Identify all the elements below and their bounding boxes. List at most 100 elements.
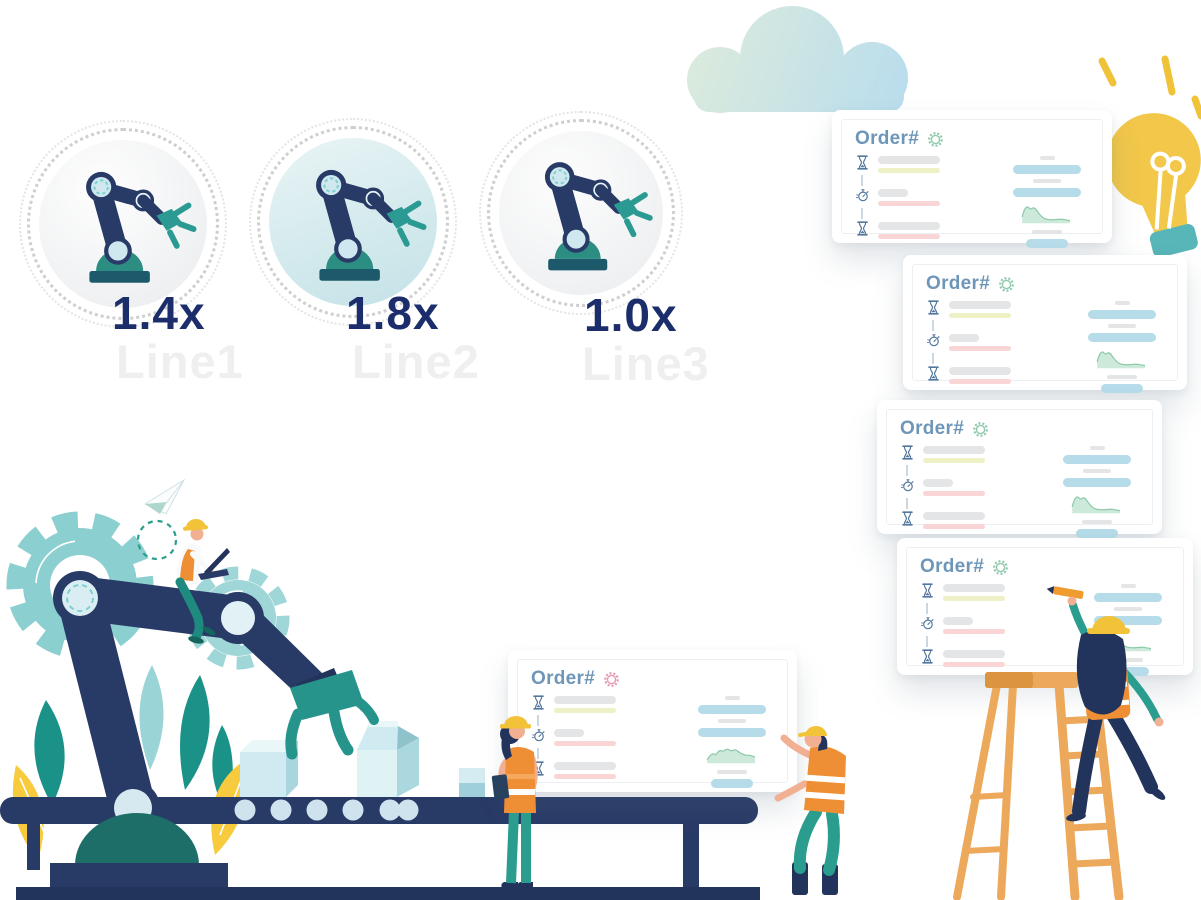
placeholder-bar xyxy=(698,728,766,737)
placeholder-bar xyxy=(1082,520,1112,524)
dashed-trail xyxy=(136,519,178,561)
placeholder-bar xyxy=(1026,239,1068,248)
paper-plane-icon xyxy=(143,478,186,515)
hourglass-icon xyxy=(921,583,934,598)
gear-icon xyxy=(998,276,1015,293)
order-card-title: Order# xyxy=(531,668,596,689)
placeholder-bar xyxy=(923,446,985,454)
placeholder-bar xyxy=(878,189,908,197)
factory-crew xyxy=(491,716,846,895)
machine-circle-line2 xyxy=(249,118,457,326)
timeline-connector xyxy=(861,175,940,186)
order-card: Order# xyxy=(877,400,1162,538)
hourglass-icon xyxy=(901,445,914,460)
placeholder-bar xyxy=(554,708,616,713)
placeholder-bar xyxy=(943,596,1005,601)
placeholder-bar xyxy=(949,367,1011,375)
order-timeline xyxy=(901,445,985,538)
line-label: Line3 xyxy=(582,337,710,390)
worker-on-arm xyxy=(175,519,230,644)
placeholder-bar xyxy=(949,313,1011,318)
placeholder-bar xyxy=(1107,375,1137,379)
placeholder-bar xyxy=(698,705,766,714)
order-card-frame: Order# xyxy=(886,409,1153,538)
order-card: Order# xyxy=(903,255,1187,393)
placeholder-bar xyxy=(1094,593,1162,602)
order-card-frame: Order# xyxy=(841,119,1103,248)
placeholder-bar xyxy=(554,762,616,770)
gear-icon xyxy=(927,131,944,148)
trend-chart xyxy=(1095,347,1149,370)
timeline-connector xyxy=(906,498,985,509)
timeline-connector xyxy=(926,603,1005,614)
robot-arm-icon xyxy=(269,138,437,306)
placeholder-bar xyxy=(711,779,753,788)
placeholder-bar xyxy=(1120,584,1136,588)
multiplier-label: 1.4x xyxy=(112,287,206,339)
placeholder-bar xyxy=(943,629,1005,634)
multiplier-label: 1.0x xyxy=(584,289,678,341)
placeholder-bar xyxy=(1114,607,1142,611)
placeholder-bar xyxy=(923,479,953,487)
order-card-title: Order# xyxy=(926,273,991,294)
placeholder-bar xyxy=(949,379,1011,384)
gear-icon xyxy=(972,421,989,438)
lightbulb-icon xyxy=(1098,55,1201,258)
ladder-scene xyxy=(953,586,1166,900)
hourglass-icon xyxy=(856,155,869,170)
order-timeline xyxy=(532,695,616,788)
placeholder-bar xyxy=(1108,324,1136,328)
hourglass-icon xyxy=(901,511,914,526)
line-label: Line2 xyxy=(352,335,480,388)
placeholder-bar xyxy=(949,301,1011,309)
timeline-connector xyxy=(926,636,1005,647)
placeholder-bar xyxy=(923,524,985,529)
placeholder-bar xyxy=(923,512,985,520)
worker-clipboard xyxy=(491,716,538,888)
placeholder-bar xyxy=(724,696,740,700)
order-timeline xyxy=(927,300,1011,393)
placeholder-bar xyxy=(878,168,940,173)
placeholder-bar xyxy=(1101,384,1143,393)
placeholder-bar xyxy=(1094,616,1162,625)
worker-writing xyxy=(1046,586,1166,822)
order-card-frame: Order# xyxy=(517,659,788,788)
order-timeline xyxy=(856,155,940,248)
order-stats xyxy=(1063,445,1131,538)
trend-chart xyxy=(1070,492,1124,515)
placeholder-bar xyxy=(949,334,979,342)
hourglass-icon xyxy=(856,221,869,236)
line-label: Line1 xyxy=(116,335,244,388)
order-card-frame: Order# xyxy=(912,264,1178,393)
ground-bar xyxy=(16,887,760,900)
placeholder-bar xyxy=(943,584,1005,592)
placeholder-bar xyxy=(1013,165,1081,174)
placeholder-bar xyxy=(1076,529,1118,538)
order-card: Order# xyxy=(832,110,1112,248)
order-card-title: Order# xyxy=(920,556,985,577)
order-timeline xyxy=(921,583,1005,676)
timeline-connector xyxy=(932,320,1011,331)
placeholder-bar xyxy=(943,662,1005,667)
machine-circle-line1 xyxy=(19,120,227,328)
placeholder-bar xyxy=(1083,469,1111,473)
placeholder-bar xyxy=(1032,230,1062,234)
factory-scene xyxy=(0,478,760,900)
placeholder-bar xyxy=(949,346,1011,351)
placeholder-bar xyxy=(1089,446,1105,450)
placeholder-bar xyxy=(554,696,616,704)
placeholder-bar xyxy=(554,741,616,746)
placeholder-bar xyxy=(1033,179,1061,183)
placeholder-bar xyxy=(1013,188,1081,197)
placeholder-bar xyxy=(878,156,940,164)
order-stats xyxy=(1013,155,1081,248)
order-stats xyxy=(698,695,766,788)
placeholder-bar xyxy=(878,222,940,230)
timeline-connector xyxy=(932,353,1011,364)
placeholder-bar xyxy=(1114,301,1130,305)
machine-circle-line3 xyxy=(479,111,683,315)
conveyor-belt xyxy=(0,797,758,892)
order-card: Order# xyxy=(508,650,797,792)
robot-arm-icon xyxy=(499,131,663,295)
